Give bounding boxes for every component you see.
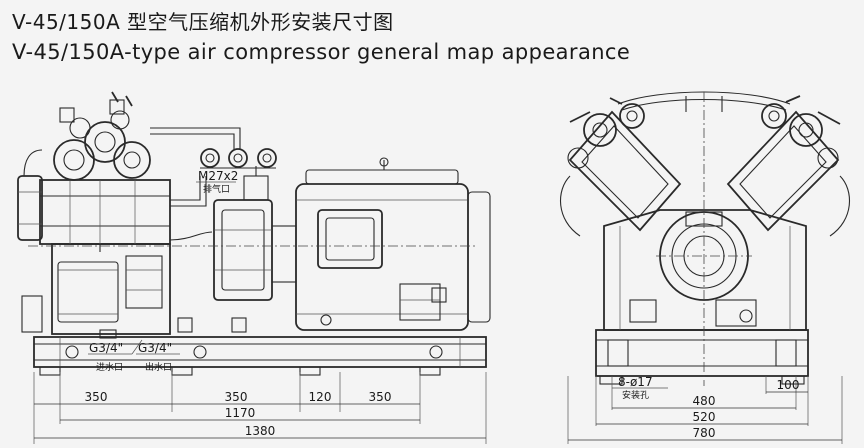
drawing-title-en: V-45/150A-type air compressor general ma… (12, 40, 631, 64)
mounting-holes-cn-label: 安装孔 (622, 389, 649, 401)
side-view: M27x2 排气口 G3/4" 进水口 (17, 91, 491, 376)
gauge-1 (200, 148, 220, 168)
exhaust-thread-label: M27x2 (198, 169, 238, 183)
gauge-3 (257, 148, 277, 168)
exhaust-port-label: 排气口 (203, 183, 230, 195)
end-view (559, 91, 851, 386)
outlet-port-label: 出水口 (145, 361, 172, 373)
dim-520: 520 (693, 410, 716, 424)
end-view-dimensions: 100 480 520 780 8-ø17 安装孔 (567, 375, 843, 444)
dim-120: 120 (309, 390, 332, 404)
cylinder-heads (53, 91, 151, 181)
dim-350-b: 350 (225, 390, 248, 404)
dim-780: 780 (693, 426, 716, 440)
gauge-2 (228, 148, 248, 168)
dim-1170: 1170 (225, 406, 256, 420)
crankcase (51, 243, 171, 335)
outlet-thread-label: G3/4" (138, 341, 172, 355)
motor-terminal-box (317, 209, 383, 269)
mounting-holes-label: 8-ø17 (618, 375, 653, 389)
cylinder-block (39, 179, 171, 245)
dim-1380: 1380 (245, 424, 276, 438)
inlet-port-label: 进水口 (96, 361, 123, 373)
dim-480: 480 (693, 394, 716, 408)
filter-tank (17, 175, 43, 241)
dim-100: 100 (777, 378, 800, 392)
crankcase-cover (57, 261, 119, 323)
base-frame (33, 336, 487, 368)
inlet-thread-label: G3/4" (89, 341, 123, 355)
coupling-housing (213, 199, 273, 301)
side-view-dimensions: 350 350 120 350 1170 1380 (33, 372, 487, 444)
drawing-title-cn: V-45/150A 型空气压缩机外形安装尺寸图 (12, 10, 394, 34)
dim-350-a: 350 (85, 390, 108, 404)
dim-350-c: 350 (369, 390, 392, 404)
left-cylinder-bank (568, 110, 682, 232)
right-cylinder-bank (726, 110, 840, 232)
end-crankcase (603, 209, 807, 331)
